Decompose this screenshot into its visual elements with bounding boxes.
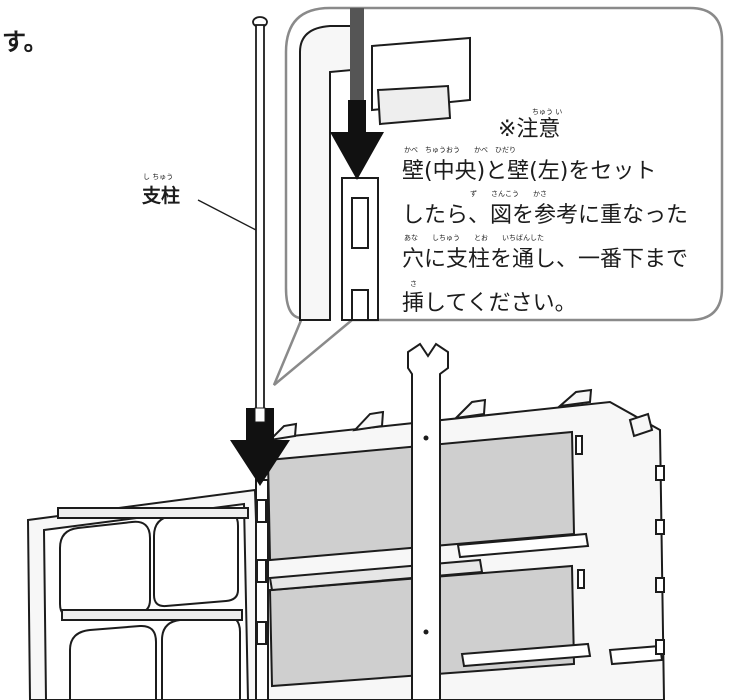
clip [453, 398, 487, 420]
pole [252, 16, 268, 416]
callout-line-3: 穴に支柱を通し、一番下まで [402, 247, 688, 272]
down-arrow-icon [330, 100, 384, 180]
curtain-rod-top [57, 507, 249, 519]
callout-line-3-ruby: あな しちゅう とお いちばんした [404, 233, 544, 242]
fragment-text: す。 [2, 28, 48, 56]
notch [655, 577, 665, 593]
callout-heading-ruby: ちゅう い [532, 108, 562, 116]
shelf-clip [460, 642, 592, 668]
curtain-rod-bottom [61, 609, 243, 621]
window-opening-3 [69, 624, 157, 700]
wall-strip-part [407, 342, 449, 700]
notch [655, 639, 665, 655]
strip-hole [423, 435, 429, 441]
slot [577, 569, 585, 589]
label-leader [197, 199, 257, 231]
callout-line-1-ruby: かべ ちゅうおう かべ ひだり [404, 146, 516, 154]
hole [256, 559, 267, 583]
notch [655, 465, 665, 481]
clip [267, 422, 298, 442]
down-arrow-icon [230, 407, 290, 486]
window-opening-1 [59, 520, 151, 619]
notch [655, 519, 665, 535]
pole-label: 支柱 [141, 184, 180, 207]
slot [575, 435, 583, 455]
callout-line-4: 挿してください。 [402, 291, 577, 316]
callout-line-4-ruby: さ [410, 280, 417, 288]
strip-part [407, 342, 449, 700]
clip [628, 412, 654, 438]
strip-hole [423, 629, 429, 635]
window-opening-4 [161, 614, 241, 700]
clip [556, 388, 593, 408]
callout-bubble: ちゅう い ※注意 かべ ちゅうおう かべ ひだり 壁(中央)と壁(左)をセット… [272, 6, 724, 386]
shelf-clip [608, 644, 664, 666]
callout-detail [299, 25, 471, 321]
callout-line-2-ruby: ず さんこう かさ [470, 189, 547, 198]
wall-assembly [26, 388, 666, 700]
hole [256, 621, 267, 645]
window-opening-2 [153, 508, 239, 608]
callout-line-2: したら、図を参考に重なった [402, 203, 688, 228]
clip [352, 410, 385, 432]
pole-label-ruby: し ちゅう [143, 173, 173, 181]
shelf-clip [456, 532, 590, 559]
callout-line-1: 壁(中央)と壁(左)をセット [402, 159, 656, 184]
hole [256, 499, 267, 523]
callout-heading: ※注意 [498, 117, 560, 142]
pole-in-callout [350, 8, 364, 122]
